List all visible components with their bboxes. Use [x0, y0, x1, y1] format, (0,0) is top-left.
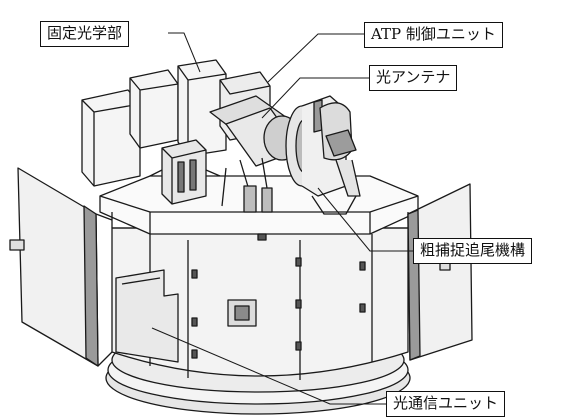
- leader-lines: [151, 32, 413, 405]
- label-fixed-optics: 固定光学部: [40, 21, 130, 47]
- optical-comm-panel: [115, 233, 366, 363]
- label-atp-control-unit: ATP 制御ユニット: [364, 22, 503, 48]
- right-side-panel: [407, 183, 473, 361]
- coarse-tracking-mechanism: [285, 95, 361, 215]
- left-side-panel: [9, 167, 113, 367]
- label-coarse-tracking-mechanism: 粗捕捉追尾機構: [413, 238, 533, 264]
- label-optical-antenna: 光アンテナ: [369, 65, 458, 91]
- atp-unit-box: [149, 139, 221, 205]
- label-optical-comm-unit: 光通信ユニット: [386, 391, 506, 417]
